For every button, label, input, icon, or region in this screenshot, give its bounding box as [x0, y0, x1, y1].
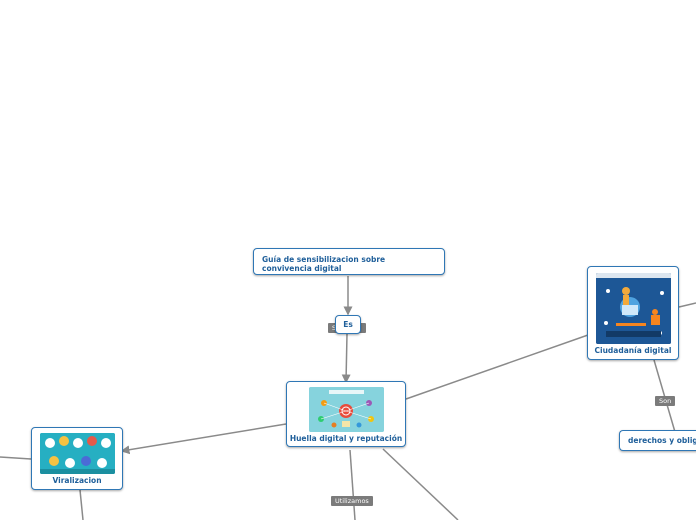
node-huella-label: Huella digital y reputación	[289, 434, 403, 443]
node-huella[interactable]: Huella digital y reputación	[286, 381, 406, 447]
digital-citizen-icon	[596, 273, 671, 344]
fingerprint-network-icon	[309, 387, 384, 432]
connector-huella-viralizacion	[120, 423, 287, 455]
node-ciudadania-label: Ciudadanía digital	[594, 346, 672, 355]
node-derechos-label: derechos y obliga	[628, 436, 696, 445]
node-es-label: Es	[343, 320, 353, 329]
node-guia[interactable]: Guía de sensibilizacion sobre convivenci…	[253, 248, 445, 275]
social-people-icon	[40, 433, 115, 474]
huella-digital-illustration	[309, 387, 384, 432]
connector-viralizacion-down	[79, 489, 84, 520]
connector-viralizacion-left	[0, 456, 32, 460]
node-es[interactable]: Es	[335, 315, 361, 334]
connector-huella-utilizamos	[349, 449, 356, 520]
tag-son: Son	[655, 396, 676, 406]
node-guia-label: Guía de sensibilizacion sobre convivenci…	[262, 255, 386, 273]
tag-utilizamos: Utilizamos	[331, 496, 373, 506]
connector-huella-down-right	[382, 448, 459, 520]
connector-ciudadania-right	[678, 302, 696, 308]
connector-es-huella	[341, 333, 351, 384]
node-ciudadania[interactable]: Ciudadanía digital	[587, 266, 679, 360]
connector-huella-ciudadania	[405, 334, 589, 400]
node-viralizacion[interactable]: Viralizacion	[31, 427, 123, 490]
ciudadania-digital-illustration	[596, 273, 671, 344]
node-viralizacion-label: Viralizacion	[52, 476, 102, 485]
node-derechos[interactable]: derechos y obliga	[619, 430, 696, 451]
viralizacion-illustration	[40, 433, 115, 474]
